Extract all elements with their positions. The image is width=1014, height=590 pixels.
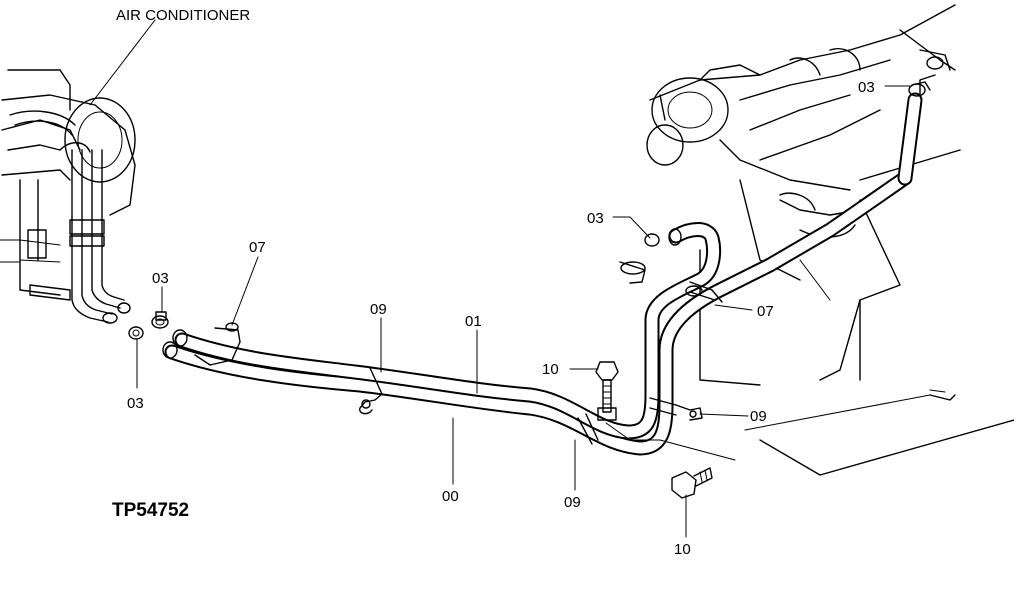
callout-10: 10 xyxy=(542,361,559,378)
callout-09: 09 xyxy=(370,301,387,318)
figure-code: TP54752 xyxy=(112,500,189,521)
bolt-upper xyxy=(595,361,619,413)
bolt-lower xyxy=(671,467,713,499)
callout-01: 01 xyxy=(465,313,482,330)
callout-00: 00 xyxy=(442,488,459,505)
callout-03: 03 xyxy=(127,395,144,412)
callout-07: 07 xyxy=(757,303,774,320)
engine-block xyxy=(646,4,1014,476)
callout-07: 07 xyxy=(249,239,266,256)
callout-03: 03 xyxy=(587,210,604,227)
air-conditioner-unit xyxy=(0,69,136,324)
callout-03: 03 xyxy=(152,270,169,287)
callout-03: 03 xyxy=(858,79,875,96)
hose-clamps-right xyxy=(619,81,931,284)
air-conditioner-label: AIR CONDITIONER xyxy=(116,7,250,24)
callout-09: 09 xyxy=(750,408,767,425)
leader-lines xyxy=(89,19,911,538)
heater-hose-assembly xyxy=(162,92,923,456)
callout-10: 10 xyxy=(674,541,691,558)
hose-clamps-left xyxy=(128,311,169,340)
callout-09: 09 xyxy=(564,494,581,511)
